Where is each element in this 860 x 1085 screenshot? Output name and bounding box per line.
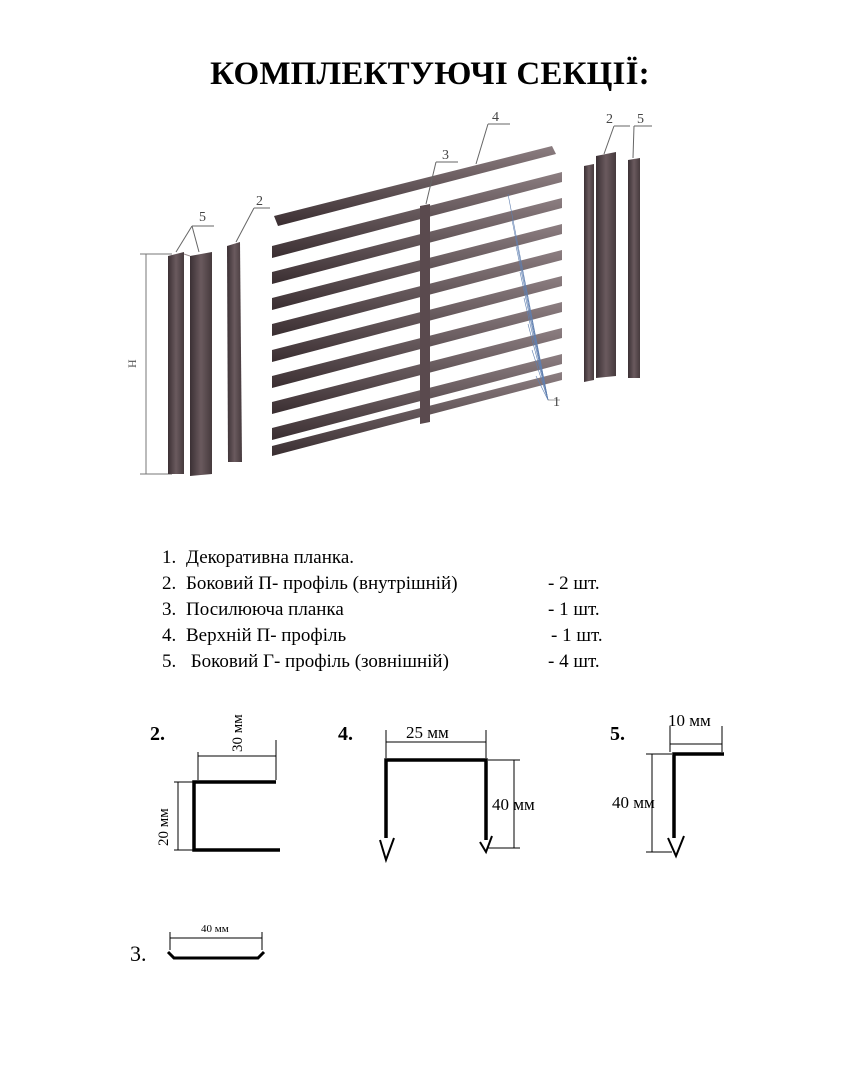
page-title: КОМПЛЕКТУЮЧІ СЕКЦІЇ: xyxy=(210,56,650,92)
top-profile xyxy=(274,146,556,226)
list-item: 4. Верхній П- профіль - 1 шт. xyxy=(162,623,682,649)
part-number: 2. xyxy=(162,573,177,594)
right-side-profiles xyxy=(584,152,640,382)
profile-2-label: 2. xyxy=(150,723,165,745)
profile-5-height: 40 мм xyxy=(612,793,655,812)
part-qty: - 1 шт. xyxy=(551,625,603,646)
height-label: H xyxy=(125,359,139,368)
callout-5-left: 5 xyxy=(199,210,206,225)
list-item: 3. Посилююча планка - 1 шт. xyxy=(162,597,682,623)
callout-1-lines xyxy=(507,193,560,401)
callout-1: 1 xyxy=(553,395,560,410)
part-number: 4. xyxy=(162,625,177,646)
part-name: Декоративна планка. xyxy=(186,547,355,568)
part-qty: - 2 шт. xyxy=(548,573,600,594)
list-item: 1. Декоративна планка. xyxy=(162,545,682,571)
profile-4-height: 40 мм xyxy=(492,795,535,814)
part-qty: - 4 шт. xyxy=(548,651,600,672)
profile-5-width: 10 мм xyxy=(668,711,711,730)
part-qty: - 1 шт. xyxy=(548,599,600,620)
part-name: Верхній П- профіль xyxy=(186,625,347,646)
list-item: 5. Боковий Г- профіль (зовнішній) - 4 шт… xyxy=(162,649,682,675)
left-inner-profile xyxy=(227,242,242,462)
profile-4-label: 4. xyxy=(338,723,353,745)
callout-2-left: 2 xyxy=(256,194,263,209)
profile-3-width: 40 мм xyxy=(201,923,229,935)
part-name: Посилююча планка xyxy=(186,599,344,620)
profile-5-section xyxy=(646,726,724,859)
part-name: Боковий Г- профіль (зовнішній) xyxy=(186,651,449,672)
parts-list: 1. Декоративна планка. 2. Боковий П- профі… xyxy=(162,545,682,675)
profile-4-width: 25 мм xyxy=(406,723,449,742)
profile-4-section xyxy=(379,730,520,864)
callout-2-right: 2 xyxy=(606,112,613,127)
decorative-slats xyxy=(272,172,562,456)
left-side-profiles xyxy=(168,252,212,476)
profile-2-section xyxy=(174,740,280,852)
profile-3-section xyxy=(166,932,266,960)
part-name: Боковий П- профіль (внутрішній) xyxy=(186,573,458,594)
profile-2-width: 30 мм xyxy=(230,714,246,752)
profile-2-height: 20 мм xyxy=(156,808,172,846)
callout-3: 3 xyxy=(442,148,449,163)
reinforcing-strip xyxy=(420,204,430,424)
part-number: 5. xyxy=(162,651,177,672)
list-item: 2. Боковий П- профіль (внутрішній) - 2 шт… xyxy=(162,571,682,597)
part-number: 1. xyxy=(162,547,177,568)
profile-3-label: 3. xyxy=(130,941,147,966)
callout-5-right: 5 xyxy=(637,112,644,127)
callout-4: 4 xyxy=(492,110,499,125)
height-dimension xyxy=(140,253,172,475)
part-number: 3. xyxy=(162,599,177,620)
profile-5-label: 5. xyxy=(610,723,625,745)
callout-5-left-lines xyxy=(175,225,214,253)
